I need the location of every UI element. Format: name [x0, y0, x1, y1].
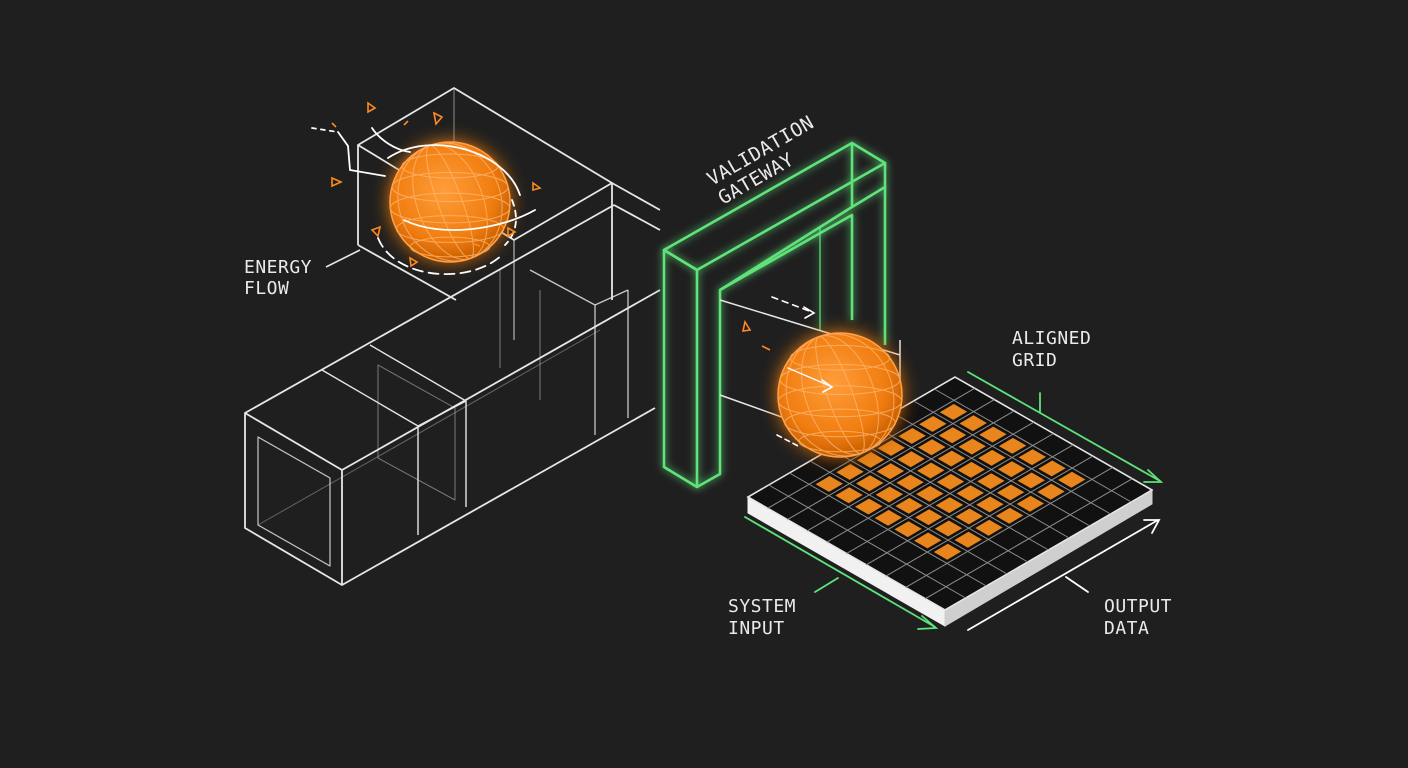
grid-cell	[896, 474, 924, 491]
grid-cell	[894, 521, 922, 538]
grid-cell	[933, 543, 962, 560]
grid-cell	[935, 497, 964, 514]
grid-cell	[938, 427, 967, 444]
grid-cell	[916, 485, 944, 502]
energy-flow-leader	[325, 249, 361, 268]
grid-cell	[897, 451, 925, 468]
grid-cell	[957, 461, 985, 478]
grid-cell	[857, 452, 885, 468]
grid-cell	[918, 439, 946, 456]
dimension-arrows	[744, 371, 1164, 630]
label-aligned-grid-line2: GRID	[1012, 350, 1057, 371]
grid-cell	[1016, 495, 1044, 512]
sphere-rim	[389, 141, 511, 263]
label-output-data: OUTPUT DATA	[1104, 596, 1172, 639]
grid-cell	[959, 415, 987, 432]
grid-line	[885, 455, 1094, 577]
grid-cell	[979, 426, 1007, 443]
grid-cell	[919, 416, 947, 432]
grid-cell	[875, 486, 904, 503]
grid-cell	[917, 462, 945, 479]
grid-cell	[954, 531, 982, 548]
grid-cell	[977, 473, 1005, 490]
energy-sphere-icon	[389, 141, 511, 263]
label-energy-flow-line1: ENERGY	[244, 257, 312, 278]
label-energy-flow: ENERGY FLOW	[244, 257, 312, 299]
grid-line	[905, 466, 1113, 588]
grid-cell	[876, 463, 905, 480]
grid-line	[851, 436, 1049, 551]
grid-line	[809, 460, 1008, 575]
data-sphere-icon	[777, 332, 903, 458]
grid-cell	[855, 498, 883, 515]
label-output-data-line1: OUTPUT	[1104, 596, 1172, 617]
grid-cell	[998, 437, 1027, 454]
label-aligned-grid-line1: ALIGNED	[1012, 328, 1091, 349]
sphere-rim	[777, 332, 903, 458]
label-validation-gateway: VALIDATION GATEWAY	[704, 112, 818, 210]
energy-particles	[331, 101, 771, 351]
grid-cell	[996, 484, 1025, 501]
grid-cell	[1058, 471, 1086, 488]
output-arrow-icon	[967, 519, 1161, 631]
grid-cell	[915, 509, 943, 526]
validation-gateway	[662, 141, 887, 489]
grid-cell	[1018, 449, 1046, 466]
label-energy-flow-line2: FLOW	[244, 278, 289, 299]
grid-cell	[939, 404, 968, 420]
grid-cell	[934, 520, 963, 537]
grid-cell	[914, 532, 942, 549]
grid-cell	[956, 485, 984, 502]
grid-cell	[835, 487, 863, 504]
grid-cell	[856, 475, 884, 492]
grid-line	[925, 478, 1133, 600]
grid-cell	[936, 473, 965, 490]
grid-cell	[975, 519, 1003, 536]
grid-cell	[997, 461, 1026, 478]
label-aligned-grid: ALIGNED GRID	[1012, 328, 1091, 371]
grid-cell	[995, 507, 1024, 524]
input-pipeline	[244, 204, 661, 586]
grid-cell	[978, 449, 1006, 466]
grid-line	[789, 472, 987, 587]
grid-cell	[877, 440, 906, 456]
grid-cell	[836, 464, 864, 480]
grid-cell	[955, 508, 983, 525]
grid-cell	[1038, 460, 1066, 477]
grid-line	[768, 484, 966, 599]
grid-cell	[976, 496, 1004, 513]
label-system-input: SYSTEM INPUT	[728, 596, 796, 639]
grid-cell	[937, 450, 966, 467]
grid-cell	[1037, 483, 1065, 500]
label-output-data-line2: DATA	[1104, 618, 1149, 639]
grid-cell	[874, 509, 903, 526]
grid-cell	[815, 476, 843, 492]
grid-cell	[958, 438, 986, 455]
grid-cell	[1017, 472, 1045, 489]
grid-line	[830, 448, 1029, 563]
grid-cell	[898, 428, 926, 444]
label-system-input-line1: SYSTEM	[728, 596, 796, 617]
grid-cell	[895, 497, 923, 514]
flow-arrow-icon	[771, 296, 834, 448]
grid-line	[865, 444, 1074, 566]
label-system-input-line2: INPUT	[728, 618, 785, 639]
energy-orbit-lines	[311, 127, 536, 275]
